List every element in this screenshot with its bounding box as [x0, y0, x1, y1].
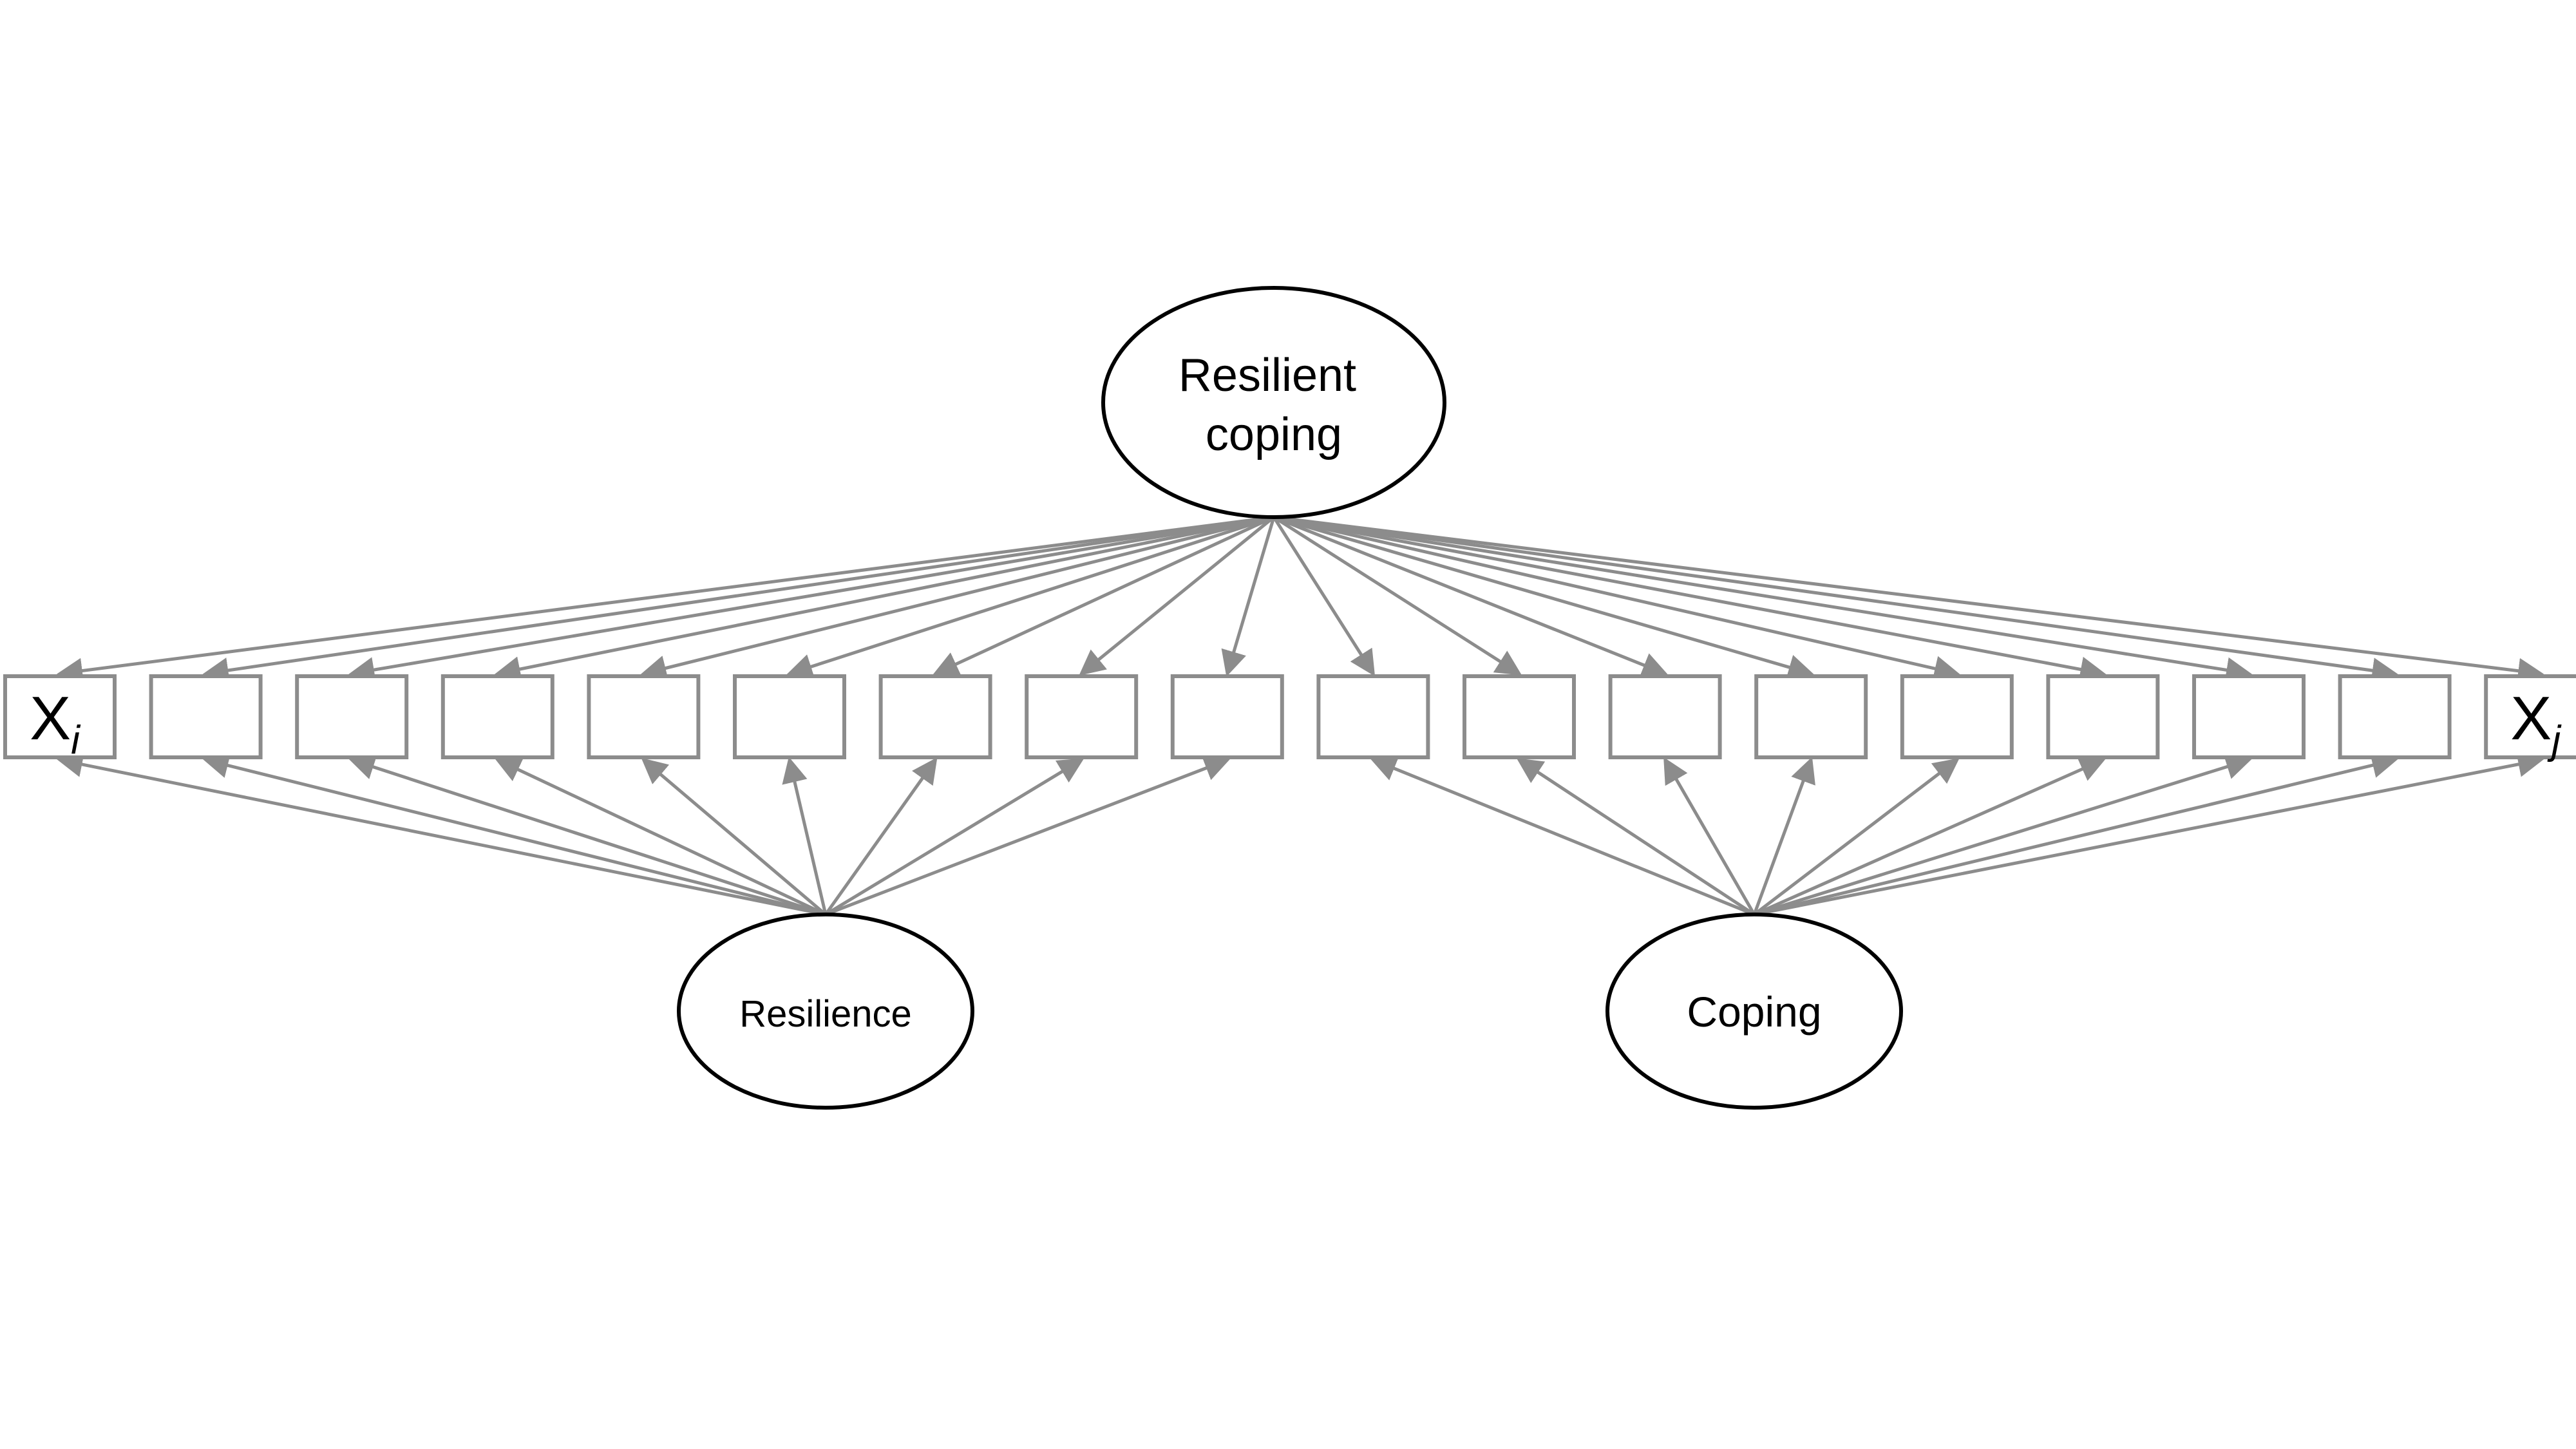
indicator-row: Xi Xj: [3, 674, 2576, 762]
coping-loading-arrow-2: [1516, 758, 1756, 916]
resilience-loading-arrow-2: [202, 753, 826, 916]
general-loading-arrow-17: [1273, 515, 2398, 683]
resilience-loading-arrow-1: [57, 752, 826, 916]
coping-factor-label: Coping: [1687, 988, 1821, 1036]
resilience-loading-arrow-4: [495, 757, 827, 916]
indicator-box-13: [1754, 674, 1868, 759]
coping-loading-arrow-6: [1753, 757, 2106, 916]
indicator-box-7: [878, 674, 992, 759]
coping-loading-arrow-3: [1663, 757, 1756, 916]
indicator-box-17: [2338, 674, 2452, 759]
indicator-label-last: Xj: [2510, 684, 2562, 762]
indicator-box-8: [1025, 674, 1139, 759]
general-loading-arrow-5: [640, 515, 1274, 681]
coping-loading-arrow-1: [1370, 756, 1755, 916]
general-loading-arrow-16: [1273, 515, 2252, 683]
resilience-loading-arrow-6: [782, 757, 828, 915]
general-loading-arrow-14: [1273, 515, 1960, 681]
indicator-box-14: [1900, 674, 2014, 759]
resilience-factor-label: Resilience: [739, 993, 912, 1035]
indicator-box-1: [3, 674, 117, 759]
indicator-label-first-subscript: i: [71, 718, 81, 762]
general-factor-label-line2: coping: [1206, 409, 1342, 460]
general-loading-arrow-10: [1272, 516, 1376, 677]
general-loading-arrow-2: [202, 515, 1274, 683]
indicator-box-6: [733, 674, 846, 759]
indicator-box-10: [1316, 674, 1430, 759]
general-factor-node: Resilient coping: [1101, 286, 1446, 519]
general-loading-arrow-13: [1273, 515, 1815, 680]
general-loading-arrow-9: [1221, 516, 1276, 677]
indicator-box-9: [1170, 674, 1284, 759]
coping-loading-arrow-5: [1753, 757, 1960, 916]
coping-loading-arrow-8: [1754, 752, 2398, 916]
coping-loading-arrow-9: [1754, 752, 2544, 916]
general-loading-arrow-8: [1079, 516, 1275, 676]
indicator-box-16: [2192, 674, 2306, 759]
general-factor-label: Resilient coping: [1179, 350, 1369, 460]
resilience-loading-arrow-5: [641, 757, 827, 916]
resilience-factor-ellipse: [677, 913, 974, 1110]
general-loading-arrow-11: [1273, 515, 1522, 676]
resilience-loading-arrow-3: [348, 754, 826, 916]
general-factor-ellipse: [1101, 286, 1446, 519]
indicator-label-first: Xi: [30, 684, 81, 762]
general-loading-arrow-1: [57, 515, 1274, 684]
general-loading-arrow-15: [1273, 515, 2107, 683]
coping-loading-arrow-7: [1754, 754, 2252, 916]
indicator-box-4: [440, 674, 554, 759]
resilience-loading-arrow-9: [825, 755, 1231, 916]
indicator-box-12: [1608, 674, 1722, 759]
indicator-box-18: [2484, 674, 2576, 759]
coping-factor-ellipse: [1605, 913, 1903, 1110]
coping-factor-node: Coping: [1605, 913, 1903, 1110]
indicator-box-3: [295, 674, 409, 759]
general-loading-arrow-7: [933, 515, 1275, 676]
factor-loading-arrows: [57, 515, 2544, 916]
general-loading-arrow-18: [1273, 515, 2544, 684]
indicator-box-11: [1463, 674, 1576, 759]
indicator-label-last-base: X: [2510, 684, 2552, 753]
general-factor-label-line1: Resilient: [1179, 350, 1356, 401]
resilience-loading-arrow-7: [824, 757, 938, 916]
resilience-loading-arrow-8: [824, 758, 1084, 916]
indicator-box-2: [149, 674, 263, 759]
indicator-box-15: [2046, 674, 2160, 759]
indicator-box-5: [587, 674, 701, 759]
coping-loading-arrow-4: [1752, 757, 1815, 915]
indicator-label-first-base: X: [30, 684, 71, 753]
general-loading-arrow-4: [494, 515, 1274, 682]
general-loading-arrow-12: [1273, 515, 1669, 677]
general-loading-arrow-6: [786, 515, 1274, 679]
resilience-factor-node: Resilience: [677, 913, 974, 1110]
general-loading-arrow-3: [348, 515, 1274, 683]
